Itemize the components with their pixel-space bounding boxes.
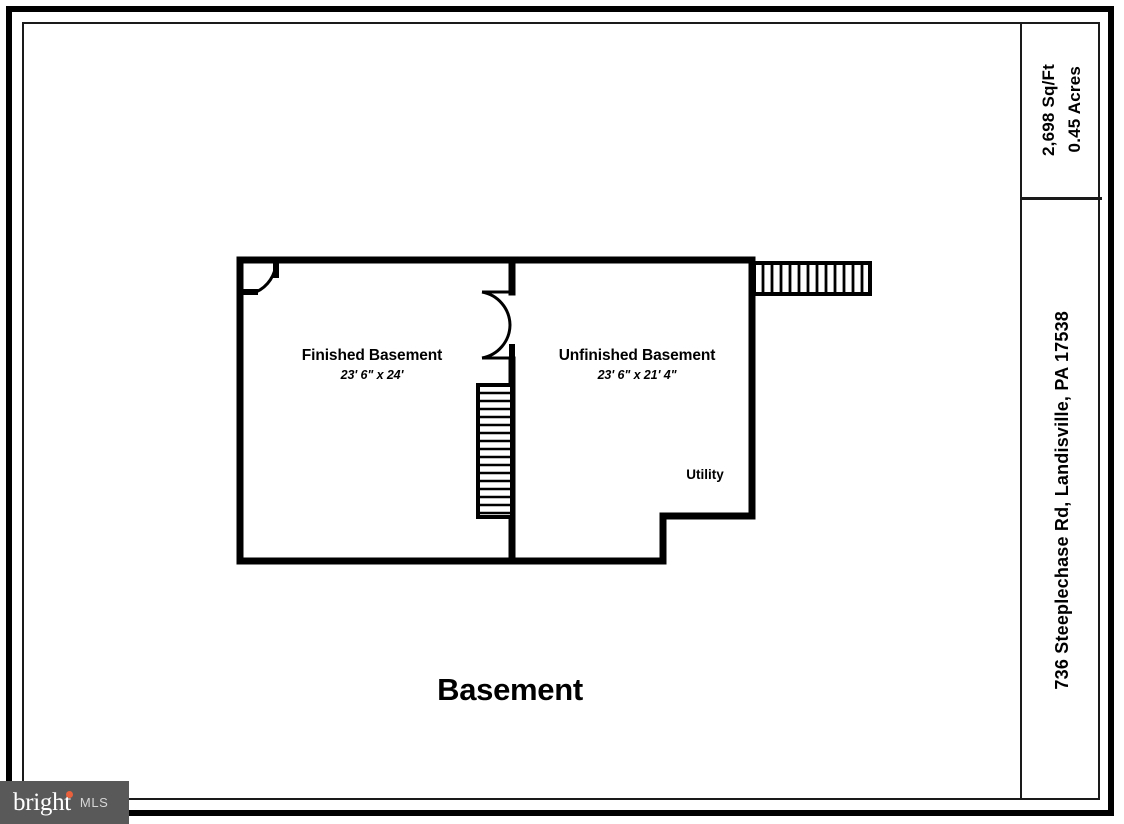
room-label-unfinished-basement: Unfinished Basement 23' 6" x 21' 4" (512, 347, 762, 382)
room-dimensions: 23' 6" x 24' (340, 368, 404, 382)
plan-title: Basement (437, 672, 583, 707)
room-name: Finished Basement (301, 347, 443, 364)
property-address: 736 Steeplechase Rd, Landisville, PA 175… (1051, 310, 1072, 690)
brand-name: bright (13, 789, 71, 816)
brand-wordmark: bright (13, 789, 73, 816)
room-name: Unfinished Basement (558, 347, 716, 364)
bright-mls-watermark: bright MLS (0, 781, 129, 824)
brand-dot-icon (65, 791, 73, 798)
sidebar-acres: 0.45 Acres (1065, 66, 1084, 153)
room-label-utility: Utility (686, 467, 724, 482)
room-label-finished-basement: Finished Basement 23' 6" x 24' (252, 347, 492, 382)
room-dimensions: 23' 6" x 21' 4" (597, 368, 677, 382)
sidebar-stats-cell: 0.45 Acres 2,698 Sq/Ft (1022, 22, 1102, 200)
sidebar-address-cell: 736 Steeplechase Rd, Landisville, PA 175… (1022, 200, 1102, 800)
mls-label: MLS (79, 795, 109, 810)
sidebar-square-feet: 2,698 Sq/Ft (1039, 63, 1058, 156)
sidebar-panel: 0.45 Acres 2,698 Sq/Ft 736 Steeplechase … (1020, 22, 1102, 800)
